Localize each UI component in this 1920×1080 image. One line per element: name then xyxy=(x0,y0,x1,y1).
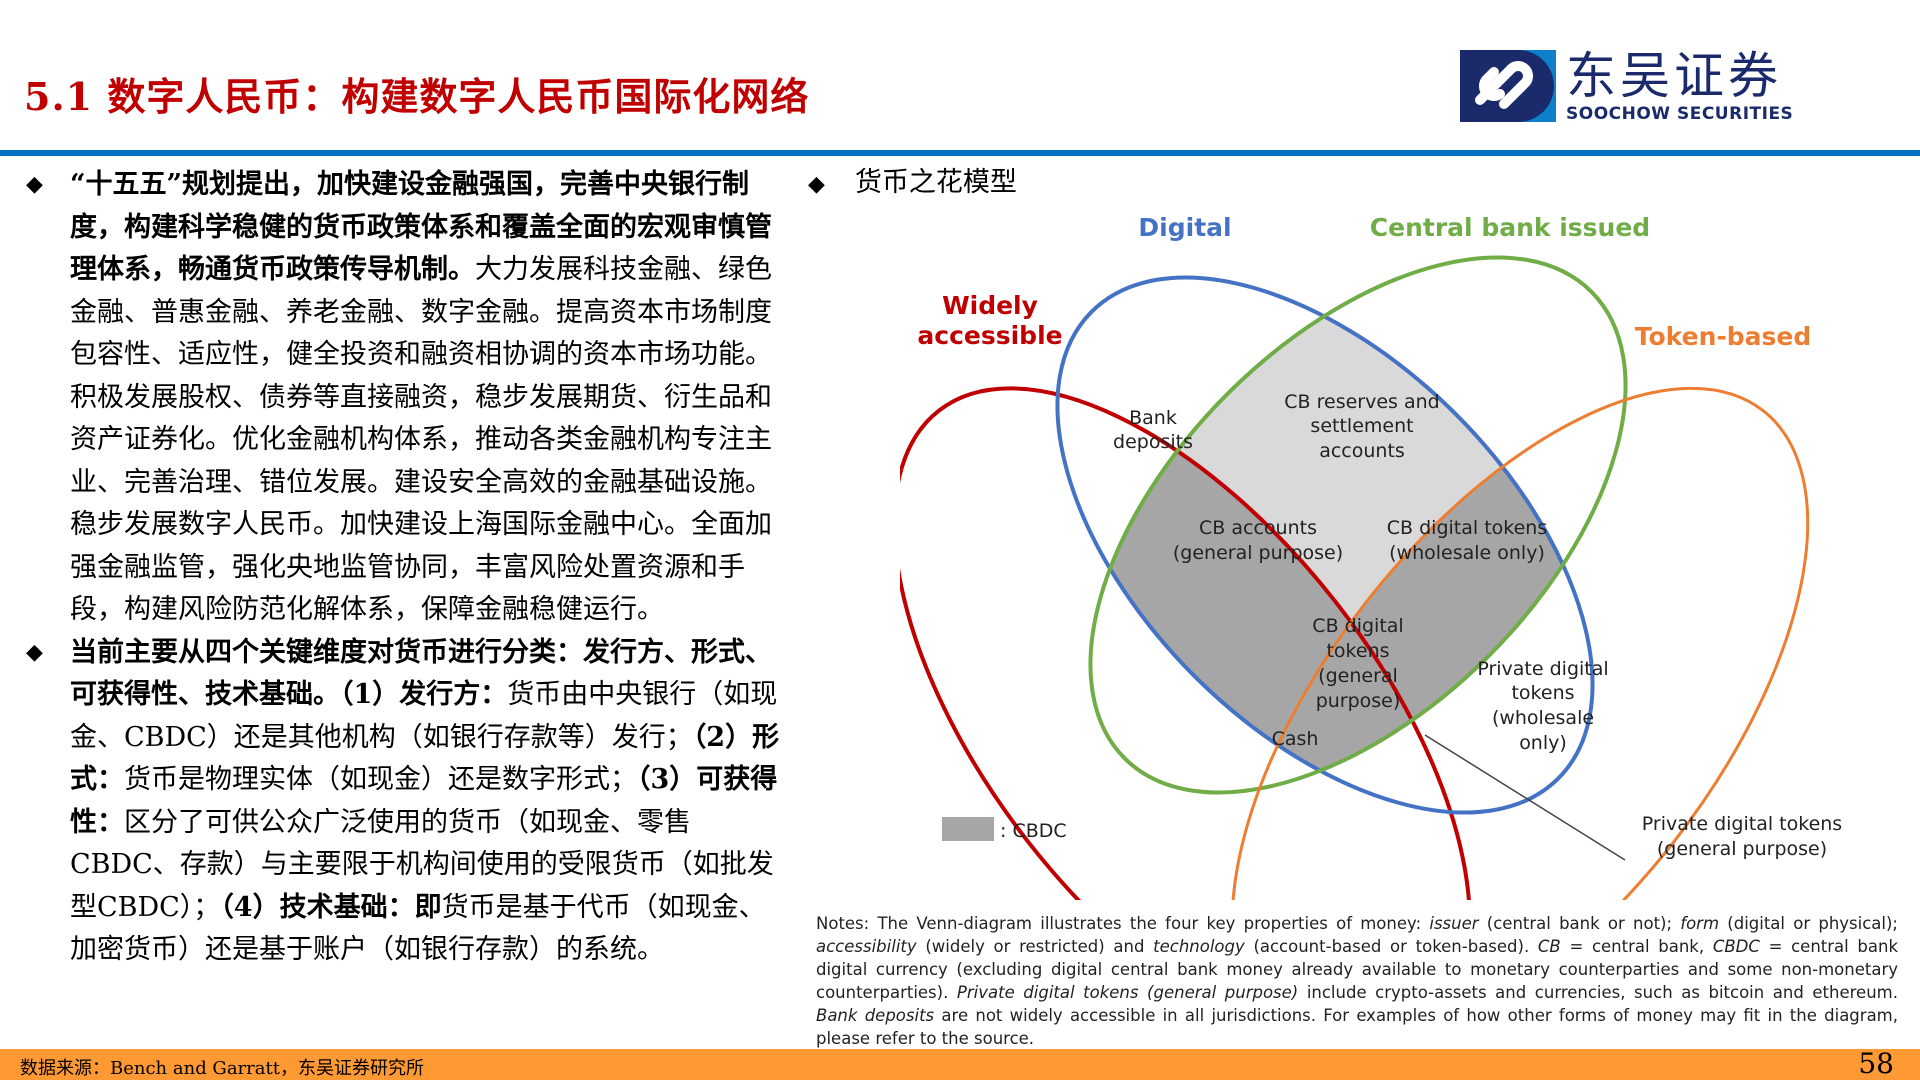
svg-text:(general purpose): (general purpose) xyxy=(1657,838,1827,860)
set-label-accessible: accessible xyxy=(917,321,1062,350)
item-4-bold: 即 xyxy=(414,891,442,923)
widely-accessible-set xyxy=(900,386,1472,900)
token-based-set xyxy=(1230,386,1810,900)
svg-text:deposits: deposits xyxy=(1113,431,1193,453)
item-4-label: （4）技术基础： xyxy=(220,891,415,923)
central-bank-set xyxy=(1088,255,1628,795)
svg-text:tokens: tokens xyxy=(1511,682,1574,704)
digital-set xyxy=(1055,275,1595,815)
item-2-label: （2）形式： xyxy=(70,721,780,796)
item-4-text: 货币是基于代币（如现金、加密货币）还是基于账户（如银行存款）的系统。 xyxy=(70,891,766,966)
svg-text:(wholesale only): (wholesale only) xyxy=(1389,542,1545,564)
data-source: 数据来源：Bench and Garratt，东吴证券研究所 xyxy=(20,1058,424,1079)
svg-text:(wholesale: (wholesale xyxy=(1492,707,1594,729)
header-rule xyxy=(0,150,1920,156)
svg-text:settlement: settlement xyxy=(1310,415,1413,437)
set-label-digital: Digital xyxy=(1138,213,1231,242)
bullet-2-bold: 当前主要从四个关键维度对货币进行分类：发行方、形式、可获得性、技术基础。 xyxy=(70,636,772,711)
diagram-heading: ◆ 货币之花模型 xyxy=(808,160,1017,199)
svg-text:only): only) xyxy=(1519,732,1567,754)
logo-text-en: SOOCHOW SECURITIES xyxy=(1566,104,1794,124)
bullet-2: ◆ 当前主要从四个关键维度对货币进行分类：发行方、形式、可获得性、技术基础。（1… xyxy=(20,632,780,972)
svg-text:accounts: accounts xyxy=(1319,440,1405,462)
cbdc-legend-label: : CBDC xyxy=(1000,820,1067,842)
cbdc-legend-swatch xyxy=(942,817,994,841)
soochow-logo: 东吴证券 SOOCHOW SECURITIES xyxy=(1460,47,1800,124)
soochow-logo-icon xyxy=(1460,50,1556,122)
svg-text:CB digital: CB digital xyxy=(1312,615,1403,637)
svg-text:(general: (general xyxy=(1318,665,1398,687)
diamond-bullet-icon: ◆ xyxy=(26,172,43,197)
page-number: 58 xyxy=(1858,1047,1894,1080)
set-label-token-based: Token-based xyxy=(1635,322,1812,351)
diamond-bullet-icon: ◆ xyxy=(808,172,825,197)
bullet-1: ◆ “十五五”规划提出，加快建设金融强国，完善中央银行制度，构建科学稳健的货币政… xyxy=(20,164,780,632)
svg-text:Bank: Bank xyxy=(1129,407,1177,429)
diamond-bullet-icon: ◆ xyxy=(26,639,43,665)
item-2-text: 货币是物理实体（如现金）还是数字形式； xyxy=(124,764,637,795)
diagram-notes: Notes: The Venn-diagram illustrates the … xyxy=(816,914,1899,1048)
logo-text-cn: 东吴证券 xyxy=(1566,47,1782,105)
item-1-text: 货币由中央银行（如现金、CBDC）还是其他机构（如银行存款等）发行； xyxy=(70,679,778,753)
pointer-line xyxy=(1424,734,1626,861)
footer-bar: 数据来源：Bench and Garratt，东吴证券研究所 58 xyxy=(0,1047,1920,1080)
item-1-label: （1）发行方： xyxy=(340,679,508,710)
page-title: 5.1 数字人民币：构建数字人民币国际化网络 xyxy=(24,74,810,119)
left-text-column: ◆ “十五五”规划提出，加快建设金融强国，完善中央银行制度，构建科学稳健的货币政… xyxy=(20,164,780,972)
bullet-1-text: 大力发展科技金融、绿色金融、普惠金融、养老金融、数字金融。提高资本市场制度包容性… xyxy=(70,254,772,625)
item-3-text: 区分了可供公众广泛使用的货币（如现金、零售CBDC、存款）与主要限于机构间使用的… xyxy=(70,806,774,923)
money-flower-venn-diagram: Digital Central bank issued Widely acces… xyxy=(900,200,1842,900)
item-3-label: （3）可获得性： xyxy=(70,764,778,838)
svg-text:CB accounts: CB accounts xyxy=(1199,517,1317,539)
svg-text:CB digital tokens: CB digital tokens xyxy=(1387,517,1547,539)
svg-text:Private digital: Private digital xyxy=(1477,658,1608,680)
svg-text:CB reserves and: CB reserves and xyxy=(1284,391,1439,413)
diagram-heading-text: 货币之花模型 xyxy=(854,167,1017,198)
svg-text:Private digital tokens: Private digital tokens xyxy=(1642,813,1842,835)
svg-text:Cash: Cash xyxy=(1272,728,1319,750)
svg-text:tokens: tokens xyxy=(1326,640,1389,662)
svg-text:(general purpose): (general purpose) xyxy=(1173,542,1343,564)
svg-text:purpose): purpose) xyxy=(1316,690,1401,712)
set-label-cb-issued: Central bank issued xyxy=(1370,213,1650,242)
set-label-widely: Widely xyxy=(942,291,1038,320)
bullet-1-bold: “十五五”规划提出，加快建设金融强国，完善中央银行制度，构建科学稳健的货币政策体… xyxy=(70,169,772,285)
